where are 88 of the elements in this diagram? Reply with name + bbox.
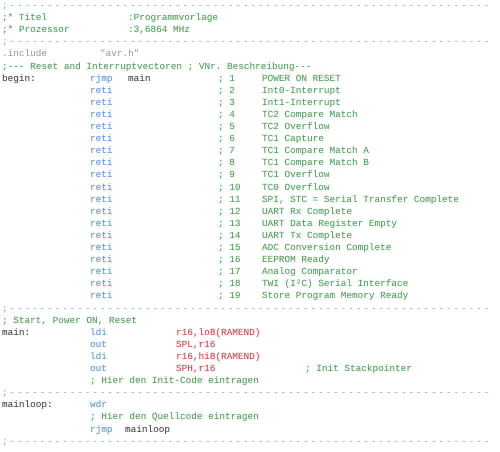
comment-text: Store Program Memory Ready xyxy=(262,290,408,302)
separator-comment: ;---------------------------------------------------------------- xyxy=(2,387,492,398)
comment-text: POWER ON RESET xyxy=(262,72,341,84)
instruction-text: reti xyxy=(90,145,113,156)
label-text: begin: xyxy=(2,72,36,84)
vector-number: ; 9 xyxy=(218,169,235,180)
operand-text: mainloop xyxy=(125,424,170,434)
comment-text: UART Tx Complete xyxy=(262,230,352,241)
instruction-text: reti xyxy=(90,182,113,192)
instruction-text: reti xyxy=(90,169,113,180)
comment-text: Int1-Interrupt xyxy=(262,96,341,108)
operand-text: r16,hi8(RAMEND) xyxy=(176,350,260,362)
comment-text: SPI, STC = Serial Transfer Complete xyxy=(262,194,459,205)
comment-text: ADC Conversion Complete xyxy=(262,242,392,253)
vector-number: ; 10 xyxy=(218,182,241,192)
instruction-text: reti xyxy=(90,96,113,108)
instruction-text: reti xyxy=(90,218,113,229)
instruction-text: rjmp xyxy=(90,72,113,84)
vector-number: ; 8 xyxy=(218,157,235,168)
instruction-text: out xyxy=(90,363,107,374)
comment-text: ; Init Stackpointer xyxy=(305,363,412,374)
separator-comment: ;---------------------------------------------------------------- xyxy=(2,302,492,314)
instruction-text: rjmp xyxy=(90,424,113,434)
instruction-text: reti xyxy=(90,254,113,266)
comment-text: ; Hier den Init-Code eintragen xyxy=(90,375,259,386)
vector-number: ; 2 xyxy=(218,84,235,96)
operand-text: r16,lo8(RAMEND) xyxy=(176,326,260,338)
vector-number: ; 6 xyxy=(218,133,235,144)
vector-number: ; 1 xyxy=(218,72,235,84)
instruction-text: ldi xyxy=(90,350,107,362)
instruction-text: wdr xyxy=(90,399,107,410)
comment-text: TC0 Overflow xyxy=(262,182,330,192)
instruction-text: reti xyxy=(90,230,113,241)
vector-number: ; 15 xyxy=(218,242,241,253)
instruction-text: reti xyxy=(90,133,113,144)
instruction-text: reti xyxy=(90,266,113,278)
comment-text: ;--- Reset and Interruptvectoren ; VNr. Beschreibung--- xyxy=(2,60,312,72)
vector-number: ; 7 xyxy=(218,145,235,156)
instruction-text: reti xyxy=(90,242,113,253)
comment-text: TC2 Compare Match xyxy=(262,108,358,120)
comment-text: Analog Comparator xyxy=(262,266,358,278)
comment-text: TC2 Overflow xyxy=(262,121,330,132)
comment-text: TWI (I²C) Serial Interface xyxy=(262,278,408,290)
instruction-text: reti xyxy=(90,121,113,132)
instruction-text: reti xyxy=(90,84,113,96)
instruction-text: out xyxy=(90,338,107,350)
comment-text: :Programmvorlage xyxy=(128,12,218,24)
label-text: main: xyxy=(2,326,30,338)
instruction-text: reti xyxy=(90,278,113,290)
separator-comment: ;---------------------------------------------------------------- xyxy=(2,36,492,48)
vector-number: ; 5 xyxy=(218,121,235,132)
separator-comment: ;---------------------------------------------------------------- xyxy=(2,436,492,447)
operand-text: main xyxy=(128,72,151,84)
vector-number: ; 16 xyxy=(218,254,241,266)
comment-text: :3,6864 MHz xyxy=(128,24,190,36)
vector-number: ; 4 xyxy=(218,108,235,120)
directive-text: .include xyxy=(2,48,48,60)
vector-number: ; 18 xyxy=(218,278,241,290)
vector-number: ; 14 xyxy=(218,230,241,241)
operand-text: SPL,r16 xyxy=(176,338,216,350)
comment-text: Int0-Interrupt xyxy=(262,84,341,96)
comment-text: UART Data Register Empty xyxy=(262,218,398,229)
vector-number: ; 11 xyxy=(218,194,241,205)
comment-text: TC1 Compare Match A xyxy=(262,145,369,156)
vector-number: ; 12 xyxy=(218,206,241,217)
comment-text: ; Start, Power ON, Reset xyxy=(2,314,138,326)
vector-number: ; 17 xyxy=(218,266,241,278)
comment-text: UART Rx Complete xyxy=(262,206,352,217)
instruction-text: reti xyxy=(90,206,113,217)
instruction-text: reti xyxy=(90,108,113,120)
label-text: mainloop: xyxy=(2,399,53,410)
instruction-text: reti xyxy=(90,194,113,205)
instruction-text: reti xyxy=(90,290,113,302)
comment-text: ; Hier den Quellcode eintragen xyxy=(90,411,259,422)
vector-number: ; 19 xyxy=(218,290,241,302)
comment-text: ;* Titel xyxy=(2,12,48,24)
instruction-text: reti xyxy=(90,157,113,168)
comment-text: TC1 Capture xyxy=(262,133,324,144)
operand-text: SPH,r16 xyxy=(176,363,216,374)
comment-text: TC1 Compare Match B xyxy=(262,157,369,168)
vector-number: ; 3 xyxy=(218,96,235,108)
vector-number: ; 13 xyxy=(218,218,241,229)
comment-text: TC1 Overflow xyxy=(262,169,330,180)
instruction-text: ldi xyxy=(90,326,107,338)
directive-text: "avr.h" xyxy=(100,48,140,60)
comment-text: EEPROM Ready xyxy=(262,254,330,266)
separator-comment: ;---------------------------------------------------------------- xyxy=(2,0,492,11)
comment-text: ;* Prozessor xyxy=(2,24,70,36)
